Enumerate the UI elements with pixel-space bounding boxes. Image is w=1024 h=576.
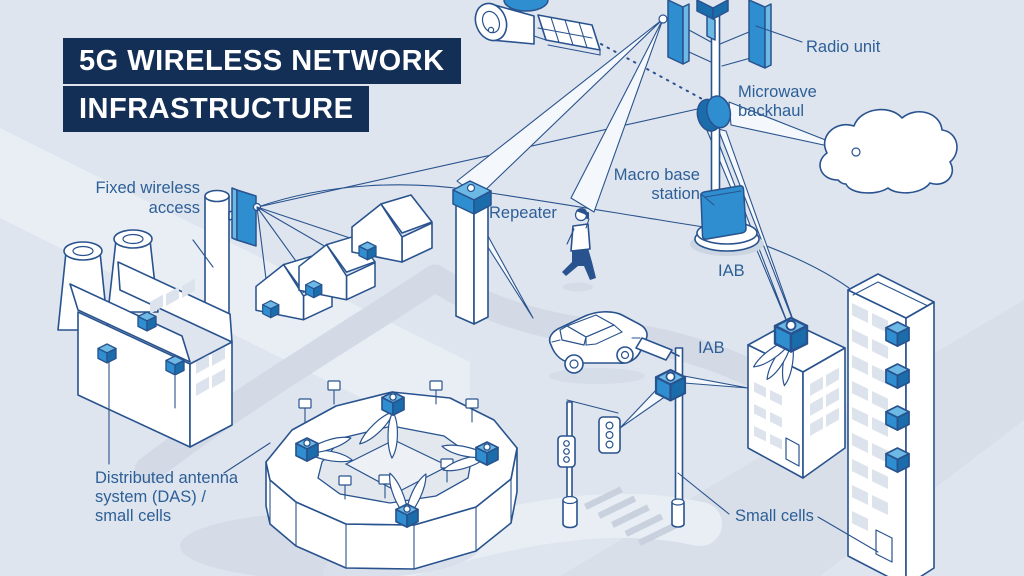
backhaul-links — [257, 43, 850, 289]
cloud-node-dot — [851, 147, 861, 157]
small-cell-cube-icon — [885, 405, 910, 432]
small-cell-cube-icon — [885, 363, 910, 390]
factory-icon — [57, 229, 233, 448]
backhaul-arc-line — [257, 184, 850, 289]
tower-building-icon — [847, 273, 935, 576]
diagram-labels: Radio unit Microwave backhaul Macro base… — [95, 38, 881, 525]
pointer-lines — [108, 25, 879, 553]
traffic-light-icon — [557, 399, 621, 529]
label-macro-base-station-2: station — [651, 185, 700, 203]
title-bar-line2: INFRASTRUCTURE — [63, 86, 370, 132]
label-small-cells: Small cells — [735, 507, 814, 525]
label-iab-street: IAB — [698, 339, 725, 357]
small-cell-cube-icon — [476, 442, 498, 465]
small-cell-cube-icon — [382, 392, 404, 415]
small-cell-cube-icon — [137, 311, 157, 332]
radio-unit-panel-icon — [667, 0, 772, 69]
office-building-icon — [747, 318, 846, 479]
small-cell-cube-icon — [885, 447, 910, 474]
small-cell-cube-icon — [656, 370, 685, 400]
stadium-icon — [265, 380, 518, 570]
label-das-3: small cells — [95, 507, 171, 525]
beam-tower-to-person — [570, 18, 664, 213]
small-cell-cube-icon — [396, 504, 418, 527]
label-fixed-wireless-2: access — [149, 199, 200, 217]
small-cell-cube-icon — [97, 343, 117, 364]
small-cell-cube-icon — [885, 321, 910, 348]
cloud-icon — [819, 108, 958, 194]
small-cell-cube-icon — [165, 355, 185, 376]
label-microwave-backhaul-1: Microwave — [738, 83, 817, 101]
fwa-links — [256, 206, 366, 304]
beam-backhaul-to-rooftop-2 — [717, 128, 798, 332]
crosswalk — [584, 486, 677, 546]
label-das-2: system (DAS) / — [95, 488, 206, 506]
label-iab-backhaul: IAB — [718, 262, 745, 280]
label-das-1: Distributed antenna — [95, 469, 239, 487]
road-band-topleft — [0, 128, 470, 452]
infographic-title: 5G WIRELESS NETWORK INFRASTRUCTURE — [63, 38, 461, 132]
label-fixed-wireless-1: Fixed wireless — [95, 179, 200, 197]
antenna-to-tower-line — [257, 107, 703, 208]
title-bar-line1: 5G WIRELESS NETWORK — [63, 38, 461, 84]
person-phone-icon — [562, 208, 596, 292]
house-icon — [352, 195, 432, 262]
satellite-dotted-link — [600, 43, 705, 101]
small-cell-cube-icon — [296, 438, 318, 461]
macro-base-station — [658, 0, 772, 256]
road-s-curve — [134, 264, 864, 484]
tower-node-dot — [658, 14, 668, 24]
microwave-dish-icon — [696, 95, 732, 132]
base-station-cabinet-icon — [700, 185, 747, 240]
satellite-icon — [474, 0, 601, 56]
repeater-pillar-icon — [452, 180, 534, 325]
street-lamp-icon — [619, 337, 749, 528]
label-macro-base-station-1: Macro base — [614, 166, 700, 184]
label-radio-unit: Radio unit — [806, 38, 881, 56]
label-microwave-backhaul-2: backhaul — [738, 102, 804, 120]
car-icon — [548, 311, 648, 384]
small-cell-cube-icon — [775, 318, 807, 352]
fixed-wireless-antenna-icon — [204, 187, 366, 319]
label-repeater: Repeater — [489, 204, 557, 222]
